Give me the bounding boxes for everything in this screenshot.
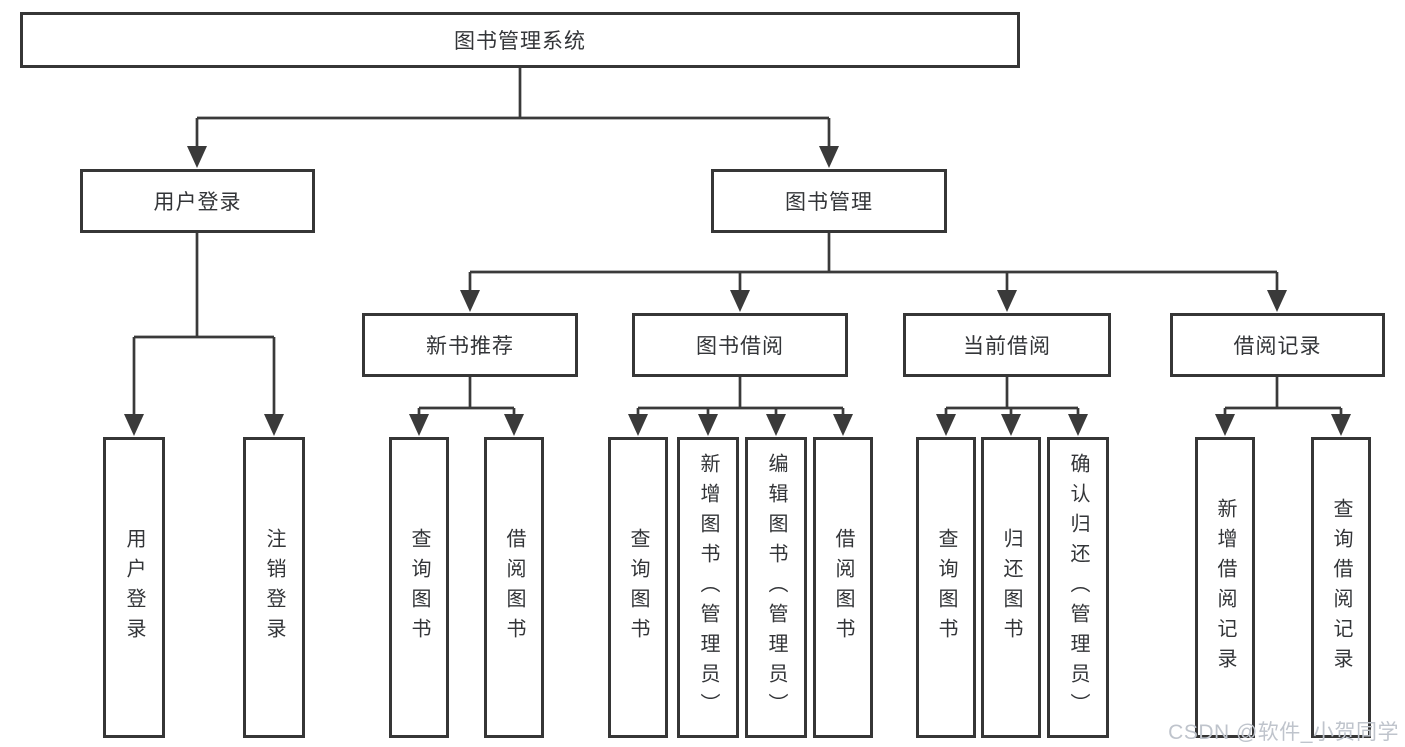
leaf-borrow-add-books-admin: 新增图书（管理员）: [677, 437, 739, 738]
node-new-book-recommend: 新书推荐: [362, 313, 578, 377]
connector-current-borrow-children: [936, 377, 1088, 436]
node-book-management: 图书管理: [711, 169, 947, 233]
node-book-management-label: 图书管理: [785, 191, 873, 214]
csdn-watermark: CSDN @软件_小贺同学: [1168, 721, 1399, 744]
leaf-borrow-borrow-books: 借阅图书: [813, 437, 873, 738]
leaf-logout: 注销登录: [243, 437, 305, 738]
leaf-recommend-borrow-books: 借阅图书: [484, 437, 544, 738]
connector-borrow-record-children: [1215, 377, 1351, 436]
leaf-logout-label: 注销登录: [263, 527, 285, 648]
leaf-current-confirm-return-admin: 确认归还（管理员）: [1047, 437, 1109, 738]
node-new-book-recommend-label: 新书推荐: [426, 335, 514, 358]
leaf-records-add: 新增借阅记录: [1195, 437, 1255, 738]
leaf-recommend-borrow-books-label: 借阅图书: [503, 527, 525, 648]
arrowhead-user-login: [187, 146, 207, 168]
connector-root-to-level2: [187, 68, 839, 168]
leaf-borrow-edit-books-admin-label: 编辑图书（管理员）: [765, 452, 787, 723]
leaf-user-login: 用户登录: [103, 437, 165, 738]
leaf-user-login-label: 用户登录: [123, 527, 145, 648]
leaf-current-return-books-label: 归还图书: [1000, 527, 1022, 648]
leaf-borrow-edit-books-admin: 编辑图书（管理员）: [745, 437, 807, 738]
leaf-recommend-query-books: 查询图书: [389, 437, 449, 738]
node-current-borrow: 当前借阅: [903, 313, 1111, 377]
leaf-recommend-query-books-label: 查询图书: [408, 527, 430, 648]
node-borrow-records: 借阅记录: [1170, 313, 1385, 377]
leaf-records-query-label: 查询借阅记录: [1330, 497, 1352, 678]
node-book-borrow-label: 图书借阅: [696, 335, 784, 358]
leaf-borrow-query-books: 查询图书: [608, 437, 668, 738]
node-user-login-label: 用户登录: [153, 191, 242, 214]
node-current-borrow-label: 当前借阅: [963, 335, 1051, 358]
leaf-borrow-add-books-admin-label: 新增图书（管理员）: [697, 452, 719, 723]
leaf-borrow-borrow-books-label: 借阅图书: [832, 527, 854, 648]
node-root-label: 图书管理系统: [454, 30, 586, 53]
leaf-current-confirm-return-admin-label: 确认归还（管理员）: [1067, 452, 1089, 723]
connector-book-borrow-children: [628, 377, 853, 436]
connector-book-mgmt-children: [460, 233, 1287, 312]
leaf-current-return-books: 归还图书: [981, 437, 1041, 738]
arrowhead-book-mgmt: [819, 146, 839, 168]
leaf-records-add-label: 新增借阅记录: [1214, 497, 1236, 678]
node-book-borrow: 图书借阅: [632, 313, 848, 377]
leaf-borrow-query-books-label: 查询图书: [627, 527, 649, 648]
node-root-system: 图书管理系统: [20, 12, 1020, 68]
node-borrow-records-label: 借阅记录: [1233, 335, 1322, 358]
leaf-current-query-books-label: 查询图书: [935, 527, 957, 648]
leaf-records-query: 查询借阅记录: [1311, 437, 1371, 738]
leaf-current-query-books: 查询图书: [916, 437, 976, 738]
connector-user-login-children: [124, 233, 284, 436]
connector-new-recommend-children: [409, 377, 524, 436]
node-user-login: 用户登录: [80, 169, 315, 233]
